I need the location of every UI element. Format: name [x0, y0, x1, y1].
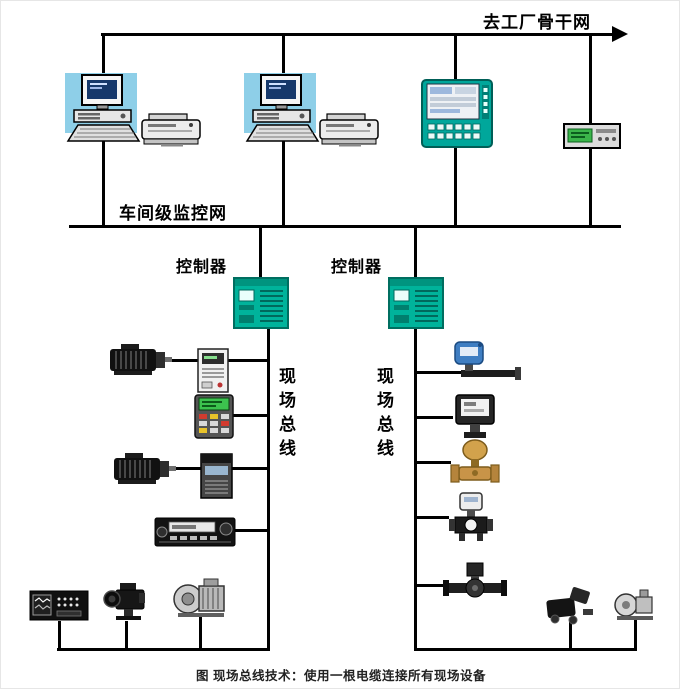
- stub-gear-motor: [569, 621, 572, 648]
- plc-controller-right-icon: [388, 277, 444, 329]
- small-pump-icon: [611, 585, 659, 623]
- figure-caption: 图 现场总线技术：使用一根电缆连接所有现场设备: [196, 669, 486, 683]
- workstation2-icon: [244, 73, 322, 147]
- branch-rack-device: [226, 529, 267, 532]
- control-valve-icon: [449, 438, 501, 488]
- stub-pump-motor: [199, 617, 202, 648]
- fieldbus-right-label: 现场总线: [374, 367, 393, 463]
- backbone-arrow-icon: [612, 26, 628, 42]
- stub-small-pump: [634, 619, 637, 648]
- branch-keypad: [226, 414, 267, 417]
- backbone-network-line: [101, 33, 613, 36]
- drop-line-controller-right: [414, 225, 417, 279]
- valve-icon: [447, 492, 495, 544]
- fieldbus-line-right: [414, 327, 417, 651]
- branch-valve: [417, 516, 449, 519]
- drive1-icon: [197, 348, 229, 393]
- pump-motor-icon: [171, 575, 229, 619]
- controller-left-label: 控制器: [176, 259, 228, 276]
- camera-icon: [103, 579, 149, 623]
- fieldbus-left-bottom-line: [57, 648, 270, 651]
- stub-signal-device: [58, 621, 61, 648]
- motor2-icon: [113, 452, 177, 486]
- drive2-icon: [200, 453, 233, 499]
- signal-device-icon: [29, 589, 89, 623]
- hmi-panel-icon: [421, 79, 493, 149]
- controller-right-label: 控制器: [331, 259, 383, 276]
- workshop-network-line: [69, 225, 621, 228]
- fieldbus-left-label: 现场总线: [276, 367, 295, 463]
- branch-display-sensor: [417, 416, 453, 419]
- plc-controller-left-icon: [233, 277, 289, 329]
- motor1-icon: [109, 343, 173, 377]
- printer2-icon: [319, 113, 381, 147]
- workstation1-icon: [65, 73, 143, 147]
- flow-sensor-icon: [453, 341, 523, 383]
- workshop-network-label: 车间级监控网: [119, 204, 227, 223]
- inline-pump-icon: [441, 561, 509, 603]
- display-sensor-icon: [451, 394, 499, 440]
- drop-line-controller-left: [259, 225, 262, 279]
- fieldbus-right-bottom-line: [414, 648, 637, 651]
- stub-camera: [125, 621, 128, 648]
- branch-inline-pump: [417, 584, 443, 587]
- gear-motor-icon: [543, 583, 597, 625]
- printer1-icon: [141, 113, 203, 147]
- rack-device-icon: [154, 514, 236, 549]
- handheld-keypad-icon: [194, 394, 234, 439]
- network-module-icon: [563, 123, 621, 149]
- fieldbus-line-left: [267, 327, 270, 651]
- backbone-label: 去工厂骨干网: [483, 13, 591, 32]
- branch-flow-sensor: [417, 371, 461, 374]
- branch-control-valve: [417, 461, 451, 464]
